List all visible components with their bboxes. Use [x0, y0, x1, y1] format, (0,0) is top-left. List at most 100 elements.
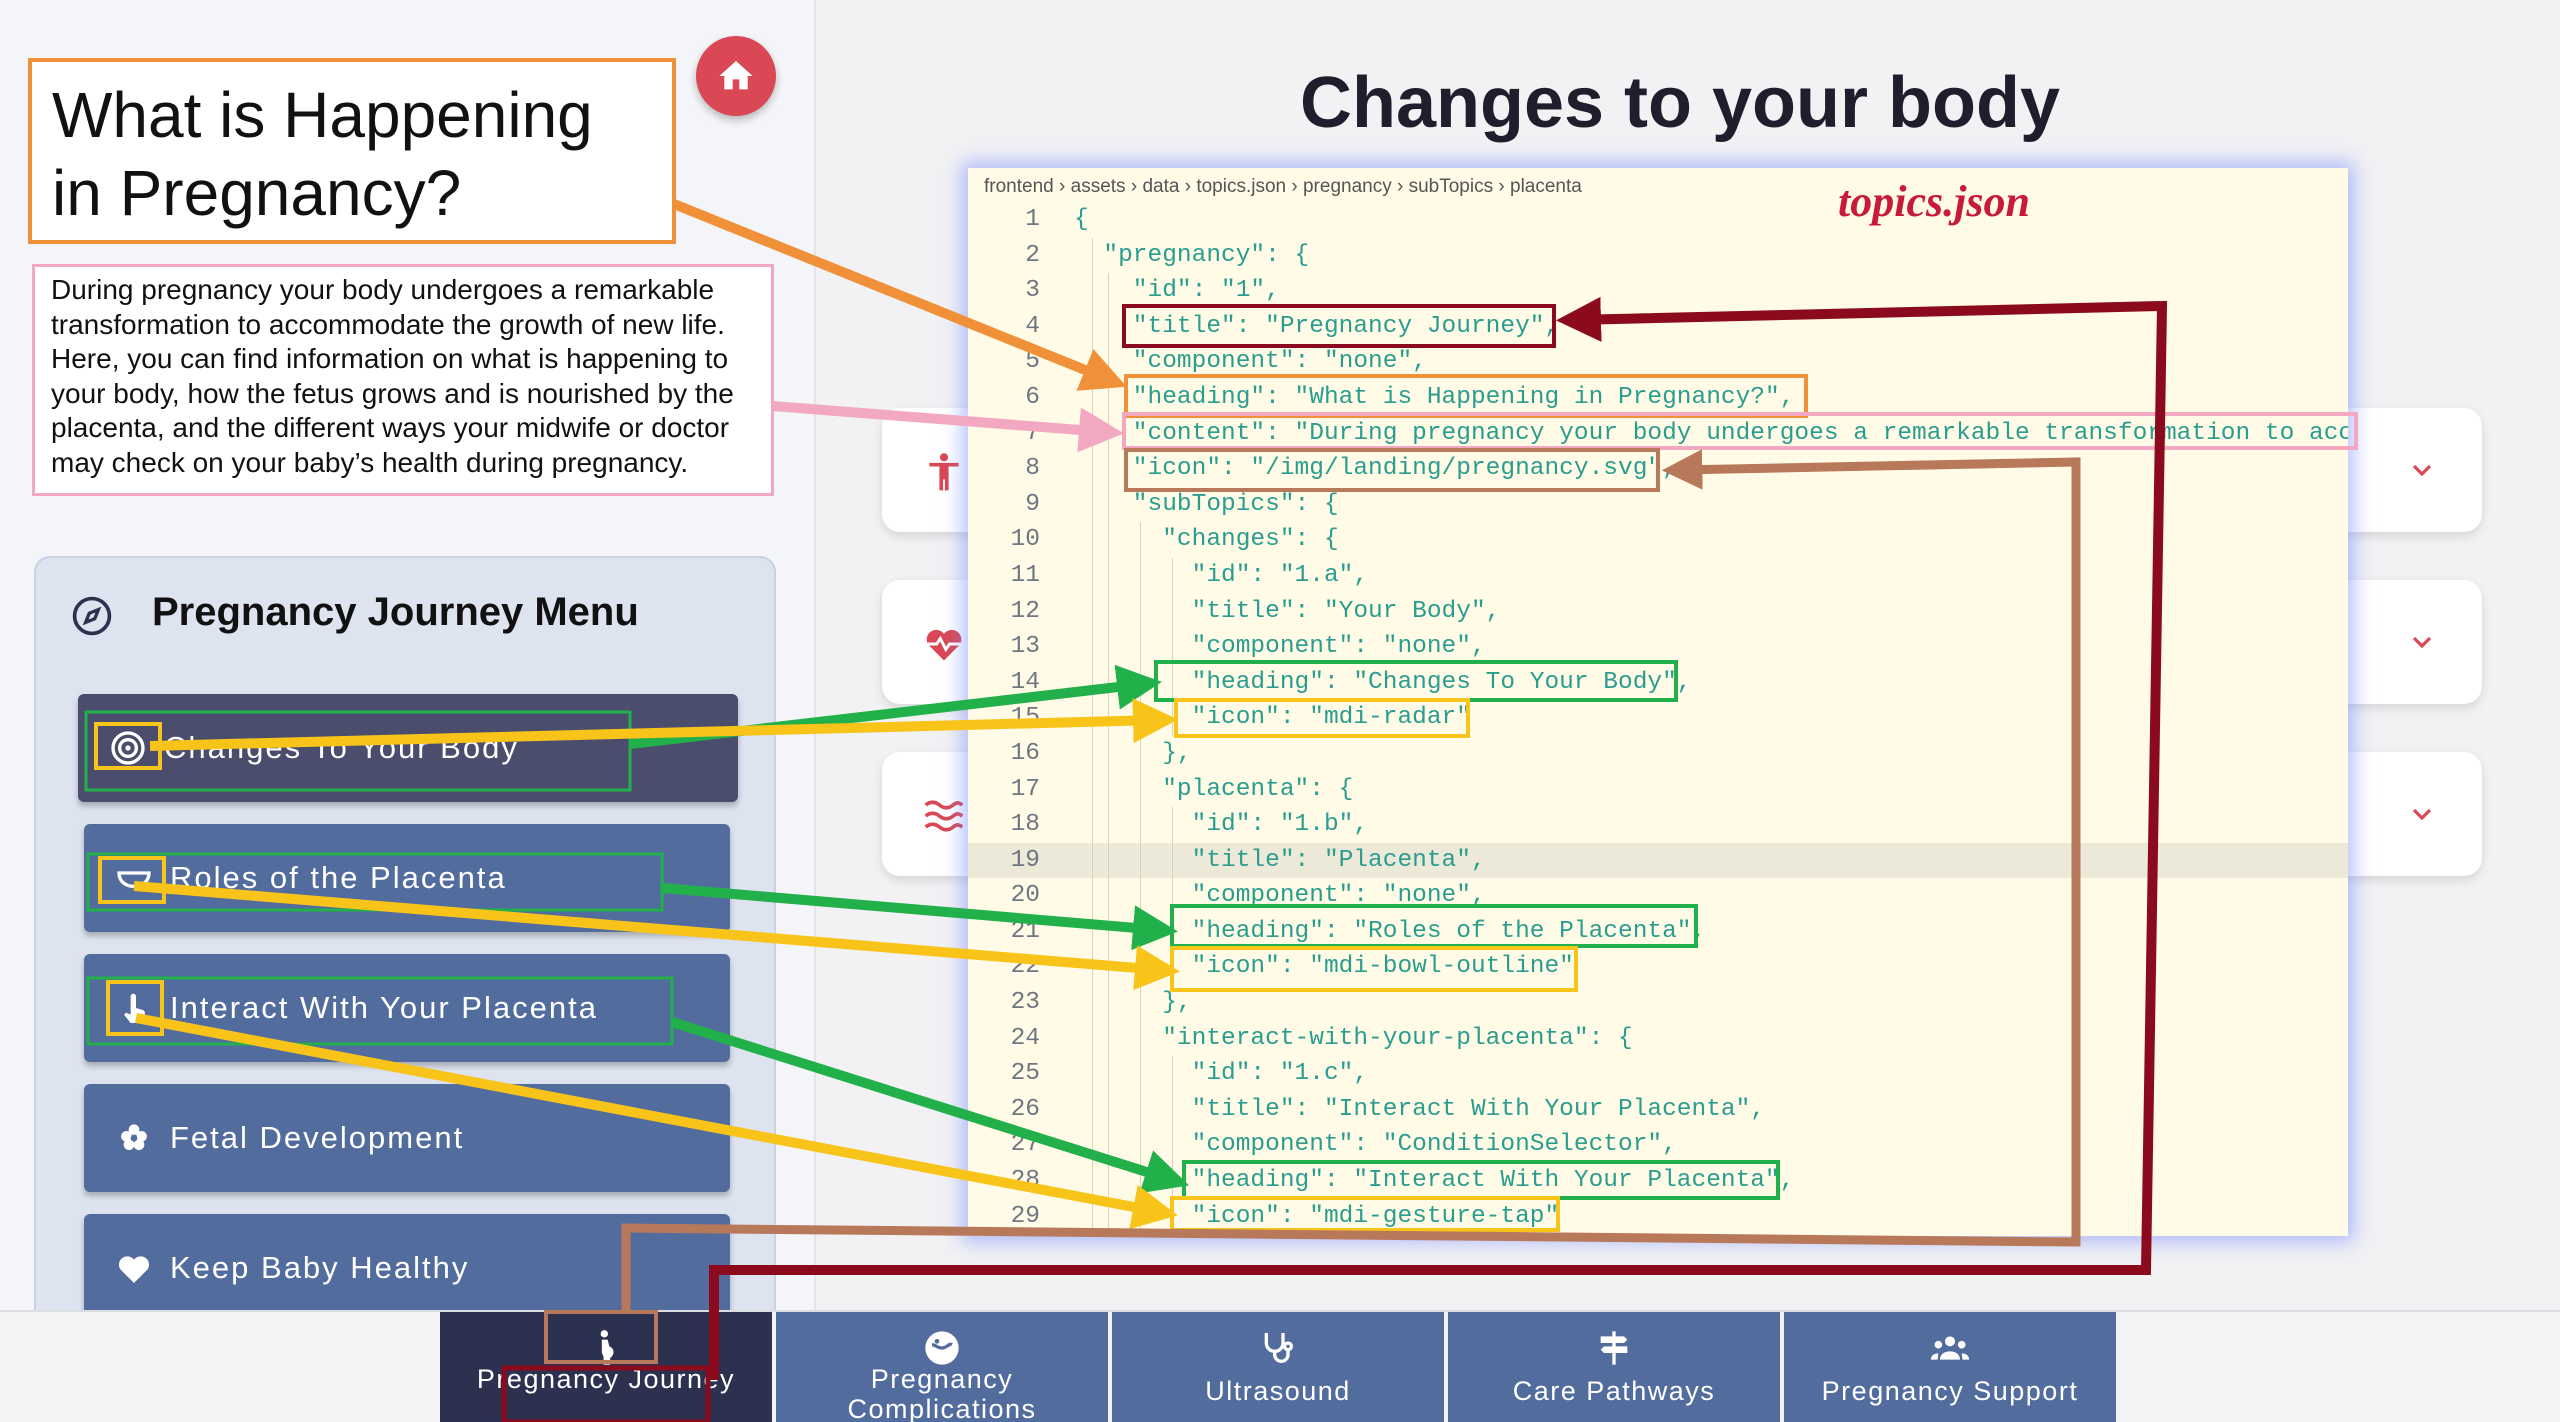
menu-item-fetal-development[interactable]: Fetal Development	[84, 1084, 730, 1192]
code-line: 14 "heading": "Changes To Your Body",	[968, 665, 2348, 701]
line-text: "id": "1.a",	[1074, 561, 1369, 589]
line-text: "component": "none",	[1074, 348, 1427, 376]
home-icon	[719, 61, 753, 90]
code-line: 18 "id": "1.b",	[968, 807, 2348, 843]
line-number: 7	[1025, 419, 1040, 447]
line-text: "title": "Pregnancy Journey",	[1074, 312, 1560, 340]
waves-icon	[924, 800, 964, 832]
menu-item-keep-baby-healthy[interactable]: Keep Baby Healthy	[84, 1214, 730, 1310]
code-line: 19 "title": "Placenta",	[968, 842, 2348, 879]
tab-label: Care Pathways	[1512, 1376, 1716, 1406]
menu-item-roles-of-the-placenta[interactable]: Roles of the Placenta	[84, 824, 730, 932]
line-text: "title": "Your Body",	[1074, 597, 1501, 625]
indent-guide	[1172, 1056, 1173, 1235]
line-text: "icon": "/img/landing/pregnancy.svg",	[1074, 455, 1677, 483]
flower-icon	[121, 1124, 147, 1150]
code-line: 1{	[968, 202, 2348, 238]
line-number: 4	[1025, 312, 1040, 340]
code-lines: 1{2 "pregnancy": {3 "id": "1",4 "title":…	[968, 202, 2348, 1235]
code-line: 11 "id": "1.a",	[968, 558, 2348, 594]
line-text: "component": "ConditionSelector",	[1074, 1131, 1677, 1159]
line-text: "placenta": {	[1074, 775, 1354, 803]
stethoscope-icon	[1264, 1333, 1293, 1363]
journey-menu: Pregnancy Journey Menu Changes To Your B…	[34, 556, 776, 1310]
breadcrumb-separator: ›	[1179, 176, 1197, 197]
menu-item-label: Roles of the Placenta	[170, 860, 507, 895]
tab-care-pathways[interactable]: Care Pathways	[1448, 1312, 1780, 1422]
signpost-icon	[1600, 1331, 1628, 1365]
line-number: 21	[1010, 917, 1040, 945]
line-text: "icon": "mdi-gesture-tap"	[1074, 1202, 1560, 1230]
tab-ultrasound[interactable]: Ultrasound	[1112, 1312, 1444, 1422]
breadcrumb-item[interactable]: topics.json	[1196, 176, 1287, 197]
code-line: 28 "heading": "Interact With Your Placen…	[968, 1163, 2348, 1199]
code-line: 4 "title": "Pregnancy Journey",	[968, 309, 2348, 345]
gesture-tap-icon	[124, 993, 145, 1023]
tab-label: Pregnancy Support	[1821, 1376, 2079, 1406]
line-number: 29	[1010, 1202, 1040, 1230]
sidebar: What is Happening in Pregnancy? During p…	[0, 0, 816, 1310]
line-number: 14	[1010, 668, 1040, 696]
breadcrumb-item[interactable]: placenta	[1510, 176, 1582, 197]
indent-guide	[1172, 558, 1173, 736]
line-text: "heading": "Interact With Your Placenta"…	[1074, 1167, 1795, 1195]
line-number: 25	[1010, 1060, 1040, 1088]
tab-pregnancy-complications[interactable]: Pregnancy Complications	[776, 1312, 1108, 1422]
breadcrumb-item[interactable]: pregnancy	[1302, 176, 1392, 197]
indent-guide	[1172, 807, 1173, 986]
tab-pregnancy-journey[interactable]: Pregnancy Journey	[440, 1312, 772, 1422]
line-number: 19	[1010, 846, 1040, 874]
code-line: 23 },	[968, 985, 2348, 1021]
line-text: "heading": "What is Happening in Pregnan…	[1074, 383, 1795, 411]
menu-title: Pregnancy Journey Menu	[152, 590, 639, 634]
line-number: 27	[1010, 1131, 1040, 1159]
code-line: 20 "component": "none",	[968, 878, 2348, 914]
chevron-down-icon	[2412, 464, 2432, 477]
heart-pulse-icon	[926, 629, 962, 661]
code-line: 15 "icon": "mdi-radar"	[968, 700, 2348, 736]
menu-item-label: Changes To Your Body	[164, 730, 519, 765]
home-button[interactable]	[696, 36, 776, 116]
code-line: 5 "component": "none",	[968, 344, 2348, 380]
code-editor-overlay: frontend › assets › data › topics.json ›…	[968, 168, 2348, 1236]
line-text: "component": "none",	[1074, 882, 1486, 910]
line-number: 18	[1010, 811, 1040, 839]
editor-breadcrumb: frontend › assets › data › topics.json ›…	[984, 176, 1582, 198]
indent-guide	[1140, 522, 1141, 1235]
tab-pregnancy-support[interactable]: Pregnancy Support	[1784, 1312, 2116, 1422]
line-number: 15	[1010, 704, 1040, 732]
line-number: 10	[1010, 526, 1040, 554]
line-text: "subTopics": {	[1074, 490, 1339, 518]
line-number: 20	[1010, 882, 1040, 910]
line-text: "id": "1.b",	[1074, 811, 1369, 839]
line-text: "title": "Placenta",	[1074, 846, 1486, 874]
hand-heart-icon	[119, 1256, 149, 1283]
code-line: 22 "icon": "mdi-bowl-outline"	[968, 949, 2348, 985]
menu-item-label: Keep Baby Healthy	[170, 1250, 470, 1285]
radar-icon	[111, 731, 145, 765]
line-number: 23	[1010, 989, 1040, 1017]
breadcrumb-item[interactable]: frontend	[984, 176, 1054, 197]
page-title: What is Happening in Pregnancy?	[28, 58, 676, 244]
line-number: 13	[1010, 633, 1040, 661]
line-number: 12	[1010, 597, 1040, 625]
code-line: 2 "pregnancy": {	[968, 238, 2348, 274]
code-line: 29 "icon": "mdi-gesture-tap"	[968, 1199, 2348, 1235]
breadcrumb-item[interactable]: subTopics	[1408, 176, 1494, 197]
line-number: 2	[1025, 241, 1040, 269]
code-line: 13 "component": "none",	[968, 629, 2348, 665]
code-line: 9 "subTopics": {	[968, 487, 2348, 523]
tab-label: Pregnancy Journey	[476, 1364, 736, 1394]
line-number: 9	[1025, 490, 1040, 518]
breadcrumb-item[interactable]: assets	[1070, 176, 1126, 197]
breadcrumb-item[interactable]: data	[1142, 176, 1180, 197]
indent-guide	[1092, 237, 1093, 1235]
line-text: "pregnancy": {	[1074, 241, 1310, 269]
code-line: 24 "interact-with-your-placenta": {	[968, 1021, 2348, 1057]
breadcrumb-separator: ›	[1286, 176, 1303, 197]
human-icon	[929, 453, 959, 491]
line-text: "content": "During pregnancy your body u…	[1074, 419, 2348, 447]
breadcrumb-separator: ›	[1391, 176, 1409, 197]
menu-item-interact-with-your-placenta[interactable]: Interact With Your Placenta	[84, 954, 730, 1062]
menu-item-changes-to-your-body[interactable]: Changes To Your Body	[78, 694, 738, 802]
